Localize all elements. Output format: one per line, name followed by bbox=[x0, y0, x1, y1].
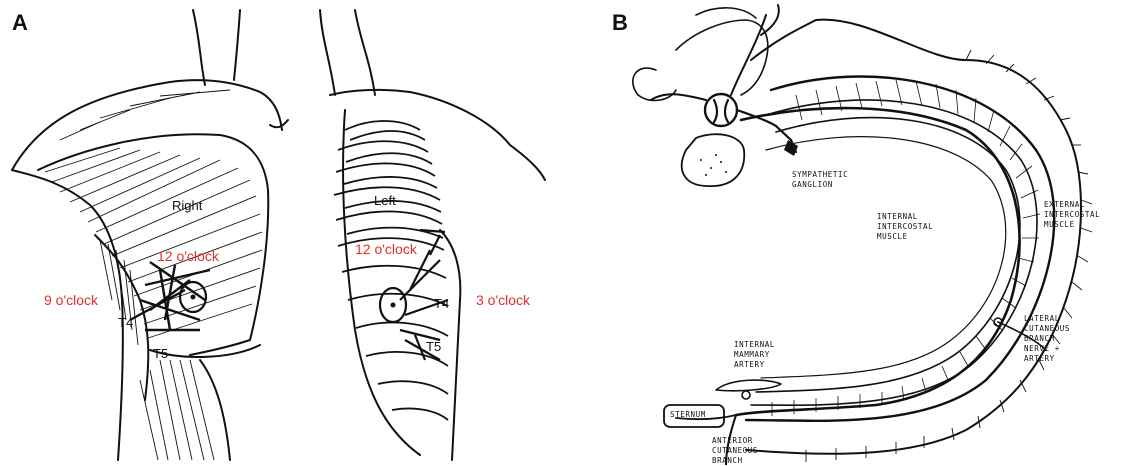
left-neck-outline-2 bbox=[355, 10, 375, 95]
internal-mammary-outline bbox=[716, 380, 781, 391]
transverse-process bbox=[633, 68, 676, 100]
spinal-nerve-root bbox=[737, 110, 776, 126]
intercostal-cross-section-illustration bbox=[566, 0, 1126, 465]
right-neck-outline bbox=[193, 10, 205, 85]
vertebral-body bbox=[682, 134, 745, 186]
left-t4-label: T4 bbox=[434, 296, 449, 311]
posterior-branch bbox=[651, 94, 706, 100]
right-12-oclock-label: 12 o'clock bbox=[157, 248, 219, 264]
panel-b: B bbox=[566, 0, 1126, 465]
panel-a: A bbox=[0, 0, 560, 465]
right-nerve-network bbox=[130, 262, 210, 330]
left-t5-label: T5 bbox=[426, 339, 441, 354]
spinal-cord-gray bbox=[714, 100, 728, 122]
spinal-cord bbox=[705, 94, 737, 126]
sternum-label: STERNUM bbox=[670, 410, 706, 420]
dorsal-ramus bbox=[731, 15, 766, 95]
chest-wall-illustration bbox=[0, 0, 560, 465]
left-side-label: Left bbox=[374, 193, 396, 208]
right-side-label: Right bbox=[172, 198, 202, 213]
right-t5-label: T5 bbox=[153, 346, 168, 361]
vertebra-detail-dots bbox=[700, 154, 727, 176]
right-neck-outline-2 bbox=[234, 10, 240, 80]
internal-mammary-vessel bbox=[742, 391, 750, 399]
clavicle-notch bbox=[270, 120, 288, 127]
left-sternum-line bbox=[343, 110, 420, 455]
right-pectoral-edge bbox=[38, 134, 268, 355]
right-nipple bbox=[191, 295, 196, 300]
nine-oclock-label: 9 o'clock bbox=[44, 292, 98, 308]
right-t4-label: T4 bbox=[118, 315, 133, 330]
left-12-oclock-label: 12 o'clock bbox=[355, 241, 417, 257]
spinal-lamina bbox=[696, 8, 756, 18]
three-oclock-label: 3 o'clock bbox=[476, 292, 530, 308]
left-nipple bbox=[391, 303, 396, 308]
internal-intercostal-contour bbox=[756, 118, 1020, 392]
right-shoulder-outline bbox=[12, 80, 282, 170]
left-neck-outline bbox=[320, 10, 335, 95]
right-serratus-edge bbox=[200, 360, 230, 460]
left-torso-outline bbox=[440, 230, 460, 460]
right-muscle-hatching bbox=[45, 90, 262, 460]
